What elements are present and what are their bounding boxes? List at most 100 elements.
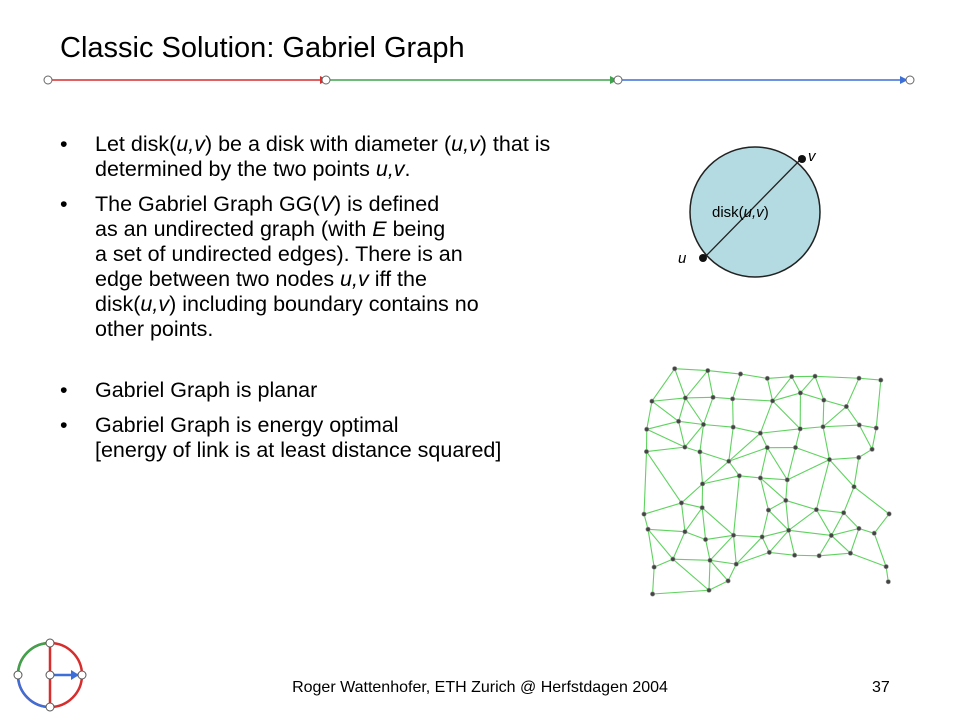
graph-edge [831, 527, 860, 536]
graph-edge [705, 539, 711, 561]
slide-footer: Roger Wattenhofer, ETH Zurich @ Herfstda… [292, 679, 668, 696]
graph-edge [699, 451, 729, 462]
graph-node [885, 579, 891, 585]
graph-edge [705, 534, 734, 541]
graph-node [707, 557, 713, 563]
graph-edge [733, 426, 761, 434]
bullet-item: Gabriel Graph is planar [60, 378, 620, 403]
graph-edge [829, 456, 859, 461]
graph-edge [740, 373, 768, 379]
graph-edge [684, 397, 704, 425]
logo-icon [13, 638, 87, 712]
graph-edge [672, 558, 710, 591]
graph-edge [728, 427, 734, 462]
graph-edge [648, 528, 685, 533]
graph-node [682, 395, 688, 401]
page-number: 37 [872, 679, 890, 696]
graph-edge [684, 531, 706, 541]
graph-node [644, 426, 650, 432]
graph-node [645, 526, 651, 532]
graph-edge [885, 566, 889, 582]
graph-edge [732, 475, 740, 536]
graph-edge [728, 460, 740, 477]
graph-edge [707, 370, 741, 375]
graph-edge [858, 424, 873, 450]
graph-node [764, 445, 770, 451]
graph-edge [701, 507, 707, 540]
bullet-text: u,v [340, 267, 369, 291]
graph-edge [800, 392, 824, 401]
graph-node [826, 457, 832, 463]
graph-edge [788, 509, 817, 531]
graph-edge [822, 400, 825, 427]
graph-edge [681, 502, 703, 509]
graph-edge [823, 424, 860, 428]
graph-node [792, 552, 798, 558]
graph-node [797, 426, 803, 432]
point-u-label: u [678, 250, 687, 267]
graph-edge [674, 368, 686, 399]
graph-edge [875, 380, 882, 429]
graph-edge [709, 559, 737, 565]
graph-edge [643, 451, 648, 515]
graph-edge [788, 529, 832, 536]
graph-node [786, 527, 792, 533]
graph-node [797, 390, 803, 396]
graph-node [757, 430, 763, 436]
graph-edge [699, 424, 705, 452]
graph-edge [652, 589, 710, 595]
graph-edge [845, 406, 860, 426]
bullet-text: u,v [451, 132, 480, 156]
graph-edge [768, 509, 790, 531]
graph-edge [772, 400, 801, 430]
graph-node [730, 396, 736, 402]
bullet-text: u,v [375, 157, 405, 181]
graph-node [705, 368, 711, 374]
graph-node [649, 398, 655, 404]
graph-edge [791, 376, 801, 394]
graph-node [770, 398, 776, 404]
graph-node [703, 537, 709, 543]
bullet-item: Gabriel Graph is energy optimal[energy o… [60, 413, 620, 463]
graph-edge [859, 424, 877, 429]
graph-edge [647, 528, 674, 560]
graph-node [851, 484, 857, 490]
graph-edge [830, 535, 851, 554]
graph-node [828, 532, 834, 538]
graph-edge [678, 397, 686, 422]
graph-node [784, 477, 790, 483]
graph-edge [653, 558, 674, 568]
graph-edge [672, 558, 711, 561]
graph-node [820, 424, 826, 430]
graph-node [765, 507, 771, 513]
graph-node [856, 526, 862, 532]
bullet-text: . [404, 157, 411, 181]
graph-node [766, 549, 772, 555]
graph-edge [651, 397, 686, 402]
graph-edge [702, 475, 740, 485]
title-rule [43, 75, 915, 85]
graph-edge [678, 420, 704, 426]
graph-edge [701, 507, 734, 536]
graph-edge [707, 370, 714, 398]
disk-figure: v u disk(u,v) [678, 146, 821, 278]
graph-edge [850, 552, 887, 568]
graph-node [736, 473, 742, 479]
graph-node [682, 444, 688, 450]
graph-edge [873, 533, 887, 567]
bullet-text: Let disk( [95, 132, 177, 156]
disk-label: disk(u,v) [712, 204, 769, 221]
graph-edge [759, 447, 768, 479]
graph-edge [873, 513, 890, 534]
graph-node [869, 446, 875, 452]
graph-edge [769, 551, 795, 556]
graph-edge [646, 401, 653, 430]
graph-node [672, 366, 678, 372]
bullet-text: being [386, 217, 446, 241]
graph-edge [787, 459, 830, 481]
graph-node [730, 424, 736, 430]
bullet-text: ) be a disk with diameter ( [204, 132, 452, 156]
bullet-text: u,v [176, 132, 205, 156]
graph-edge [672, 531, 686, 560]
